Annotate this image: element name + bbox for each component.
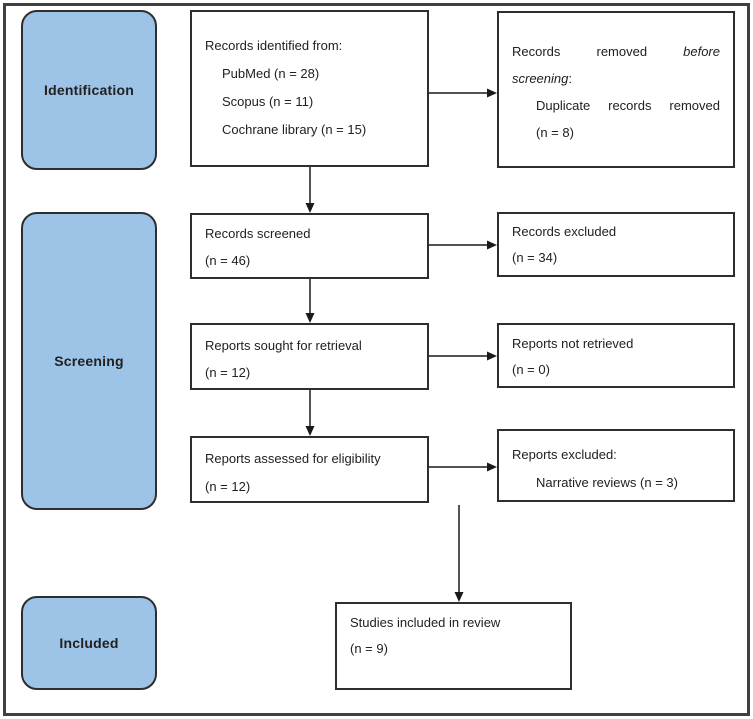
text-line: (n = 9) xyxy=(350,641,388,656)
text-line: Records identified from: xyxy=(205,38,343,53)
text-line: Reports excluded: xyxy=(512,447,617,462)
text-line: Cochrane library (n = 15) xyxy=(222,122,367,137)
arrow-identified-to-removed xyxy=(428,88,497,98)
text-line: (n = 34) xyxy=(512,250,558,265)
arrow-assessed-to-included xyxy=(454,505,464,602)
text-word: removed xyxy=(596,44,648,59)
stage-included: Included xyxy=(21,596,157,690)
text-line: Records excluded xyxy=(512,224,617,239)
stage-screening: Screening xyxy=(21,212,157,510)
stage-screening-label: Screening xyxy=(54,353,124,369)
arrow-identified-to-screened xyxy=(305,167,315,213)
text-line: Narrative reviews (n = 3) xyxy=(536,475,678,490)
text-line: PubMed (n = 28) xyxy=(222,66,320,81)
text-word: before xyxy=(683,44,720,59)
box-records-identified: Records identified from: PubMed (n = 28)… xyxy=(190,10,429,167)
text-line: Reports sought for retrieval xyxy=(205,338,362,353)
arrow-screened-to-excluded xyxy=(428,240,497,250)
text-word: Duplicate xyxy=(536,98,591,113)
text-word: Records xyxy=(512,44,561,59)
stage-identification-label: Identification xyxy=(44,82,134,98)
text-line: Records screened xyxy=(205,226,311,241)
text-line: (n = 0) xyxy=(512,362,550,377)
box-reports-sought: Reports sought for retrieval (n = 12) xyxy=(190,323,429,390)
text-line: Studies included in review xyxy=(350,615,501,630)
text-word: records xyxy=(608,98,652,113)
box-studies-included: Studies included in review (n = 9) xyxy=(335,602,572,690)
text-line: (n = 12) xyxy=(205,479,251,494)
arrow-screened-to-sought xyxy=(305,279,315,323)
arrow-sought-to-notretrieved xyxy=(428,351,497,361)
box-records-removed: Records removed before screening: Duplic… xyxy=(497,11,735,168)
text-line: Scopus (n = 11) xyxy=(222,94,314,109)
text-line: Reports assessed for eligibility xyxy=(205,451,381,466)
text-word: : xyxy=(568,71,572,86)
text-line: screening: xyxy=(512,65,720,92)
arrow-sought-to-assessed xyxy=(305,390,315,436)
text-word: screening xyxy=(512,71,569,86)
text-line: Records removed before xyxy=(512,38,720,65)
text-line: Duplicate records removed xyxy=(512,92,720,119)
box-records-screened: Records screened (n = 46) xyxy=(190,213,429,279)
box-reports-excluded: Reports excluded: Narrative reviews (n =… xyxy=(497,429,735,502)
text-word: removed xyxy=(669,98,720,113)
arrow-assessed-to-reportsexcluded xyxy=(428,462,497,472)
text-line: Reports not retrieved xyxy=(512,336,634,351)
text-line: (n = 8) xyxy=(536,125,574,140)
stage-included-label: Included xyxy=(59,635,119,651)
box-reports-not-retrieved: Reports not retrieved (n = 0) xyxy=(497,323,735,388)
stage-identification: Identification xyxy=(21,10,157,170)
box-records-excluded: Records excluded (n = 34) xyxy=(497,212,735,277)
text-line: (n = 46) xyxy=(205,253,251,268)
diagram-frame xyxy=(3,3,750,716)
text-line: (n = 12) xyxy=(205,365,251,380)
box-reports-assessed: Reports assessed for eligibility (n = 12… xyxy=(190,436,429,503)
